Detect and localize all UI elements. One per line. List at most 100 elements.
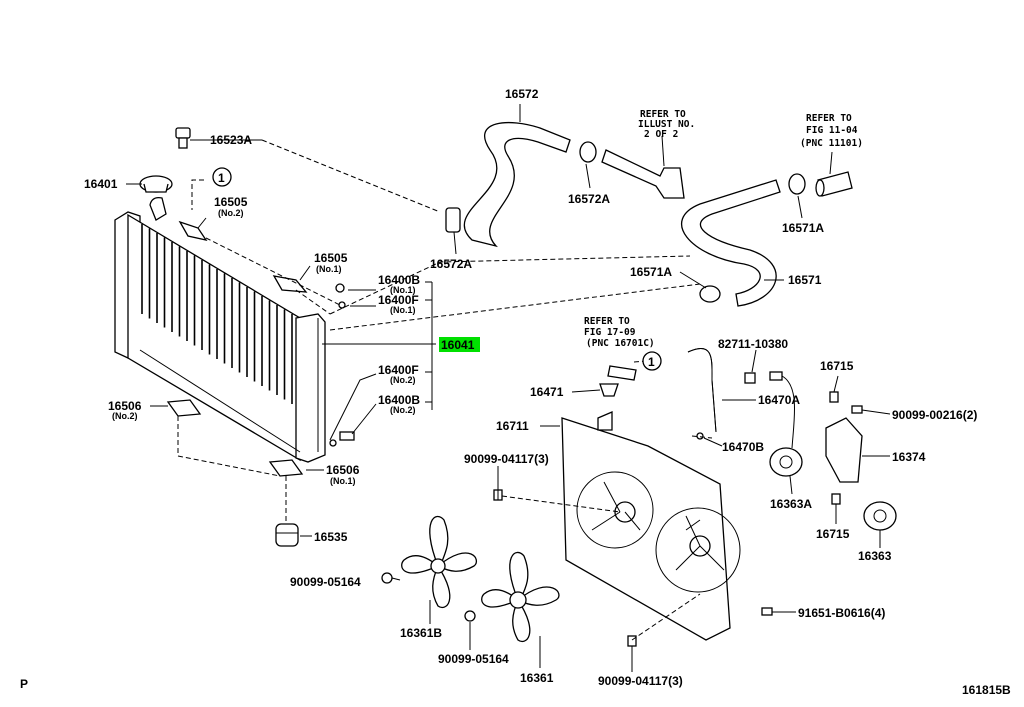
part-labels: 16572 16572A 16572A 16523A 16401 16505 (…: [84, 87, 977, 688]
fan-shroud-16711[interactable]: [561, 411, 741, 641]
label-16041: 16041: [441, 338, 475, 352]
label-90099-04117-a: 90099-04117(3): [464, 452, 549, 466]
clamp-16470B[interactable]: [696, 432, 704, 440]
label-16505-b: 16505: [314, 251, 348, 265]
cushion-16535[interactable]: [275, 523, 299, 547]
upper-hose-16572[interactable]: [463, 121, 571, 248]
svg-text:1: 1: [218, 171, 225, 185]
wire-harness-82711[interactable]: [744, 371, 796, 449]
reservoir-hose-16470A[interactable]: [687, 347, 717, 433]
hose-clamp-16571A-mid[interactable]: [699, 285, 721, 303]
bracket-16506-no1[interactable]: [268, 459, 304, 477]
label-16715-top: 16715: [820, 359, 854, 373]
fan-16361B[interactable]: [401, 515, 478, 608]
leader-lines: [126, 104, 891, 672]
label-16571A-mid: 16571A: [630, 265, 672, 279]
grommet-16471[interactable]: [599, 383, 619, 397]
water-outlet-pipe[interactable]: [601, 149, 685, 199]
engine-pipe-end: [815, 171, 853, 197]
label-90099-04117-b: 90099-04117(3): [598, 674, 683, 688]
ref-circle-1-left: 1: [212, 167, 232, 187]
label-16471: 16471: [530, 385, 564, 399]
label-16400F-b-sub: (No.2): [390, 375, 416, 385]
svg-text:2 OF 2: 2 OF 2: [644, 129, 678, 140]
label-16505-b-sub: (No.1): [316, 264, 342, 274]
label-16572A-left: 16572A: [430, 257, 472, 271]
label-16400B-a: 16400B: [378, 273, 420, 287]
drain-cock-16523A[interactable]: [175, 127, 191, 149]
label-16572: 16572: [505, 87, 539, 101]
bolt-90099-04117-b[interactable]: [627, 635, 637, 647]
svg-text:REFER TO: REFER TO: [806, 113, 852, 124]
label-16400B-a-sub: (No.1): [390, 285, 416, 295]
label-16506-b-sub: (No.1): [330, 476, 356, 486]
spacer-16715-top[interactable]: [829, 391, 839, 403]
note-refer-fig17: REFER TO FIG 17-09 (PNC 16701C): [584, 316, 655, 349]
label-90099-00216: 90099-00216(2): [892, 408, 977, 422]
note-refer-illust: REFER TO ILLUST NO. 2 OF 2: [638, 109, 695, 140]
fan-nut-90099-05164-a[interactable]: [381, 572, 393, 584]
radiator-assembly: [114, 197, 326, 463]
label-16400B-b-sub: (No.2): [390, 405, 416, 415]
label-82711-10380: 82711-10380: [718, 337, 788, 351]
fan-nut-90099-05164-b[interactable]: [464, 610, 476, 622]
label-16401: 16401: [84, 177, 118, 191]
svg-text:FIG 11-04: FIG 11-04: [806, 125, 858, 136]
bracket-16505-no2[interactable]: [178, 220, 208, 241]
bracket-16505-no1[interactable]: [272, 275, 308, 293]
ref-circle-1-right: 1: [642, 351, 662, 371]
label-16470A: 16470A: [758, 393, 800, 407]
label-16506-a-sub: (No.2): [112, 411, 138, 421]
label-16361: 16361: [520, 671, 554, 685]
label-16572A-top: 16572A: [568, 192, 610, 206]
label-16715-bot: 16715: [816, 527, 850, 541]
label-16400F-a: 16400F: [378, 293, 419, 307]
label-16470B: 16470B: [722, 440, 764, 454]
label-16041-highlight: [439, 337, 480, 352]
fan-motor-16363A[interactable]: [769, 447, 803, 477]
label-16571A-top: 16571A: [782, 221, 824, 235]
label-90099-05164-a: 90099-05164: [290, 575, 361, 589]
label-16400B-b: 16400B: [378, 393, 420, 407]
label-16400F-a-sub: (No.1): [390, 305, 416, 315]
label-16571: 16571: [788, 273, 822, 287]
svg-text:(PNC 11101): (PNC 11101): [800, 138, 863, 149]
bolt-91651[interactable]: [761, 607, 773, 616]
fan-motor-16363[interactable]: [863, 501, 897, 531]
hose-clamp-16572A-left[interactable]: [445, 207, 461, 233]
figure-code: 161815B: [962, 683, 1011, 697]
svg-text:(PNC 16701C): (PNC 16701C): [586, 338, 655, 349]
label-16400F-b: 16400F: [378, 363, 419, 377]
label-16711: 16711: [496, 419, 529, 433]
corner-mark: P: [20, 677, 28, 691]
label-16361B: 16361B: [400, 626, 442, 640]
fan-16361[interactable]: [481, 551, 560, 642]
label-16535: 16535: [314, 530, 348, 544]
svg-text:REFER TO: REFER TO: [584, 316, 630, 327]
radiator-cap-16401[interactable]: [139, 175, 173, 193]
svg-text:1: 1: [648, 355, 655, 369]
label-16523A: 16523A: [210, 133, 252, 147]
note-refer-fig11: REFER TO FIG 11-04 (PNC 11101): [800, 113, 863, 149]
label-16374: 16374: [892, 450, 926, 464]
label-16506-a: 16506: [108, 399, 142, 413]
hose-clamp-16572A-top[interactable]: [579, 141, 597, 163]
label-90099-05164-b: 90099-05164: [438, 652, 509, 666]
label-16363A: 16363A: [770, 497, 812, 511]
lower-hose-16571[interactable]: [680, 179, 781, 307]
bracket-16506-no2[interactable]: [166, 399, 202, 417]
label-16506-b: 16506: [326, 463, 360, 477]
label-91651-B0616: 91651-B0616(4): [798, 606, 885, 620]
plugs-16400[interactable]: [329, 283, 355, 447]
svg-text:FIG 17-09: FIG 17-09: [584, 327, 636, 338]
svg-text:REFER TO: REFER TO: [640, 109, 686, 120]
label-16505-a: 16505: [214, 195, 248, 209]
screw-90099-00216[interactable]: [851, 405, 863, 414]
label-16505-a-sub: (No.2): [218, 208, 244, 218]
label-16363: 16363: [858, 549, 892, 563]
hose-clamp-16571A-top[interactable]: [788, 173, 806, 195]
spacer-16715-bot[interactable]: [831, 493, 841, 505]
insulator-16471-plate: [607, 365, 637, 381]
shroud-16374[interactable]: [825, 417, 863, 483]
